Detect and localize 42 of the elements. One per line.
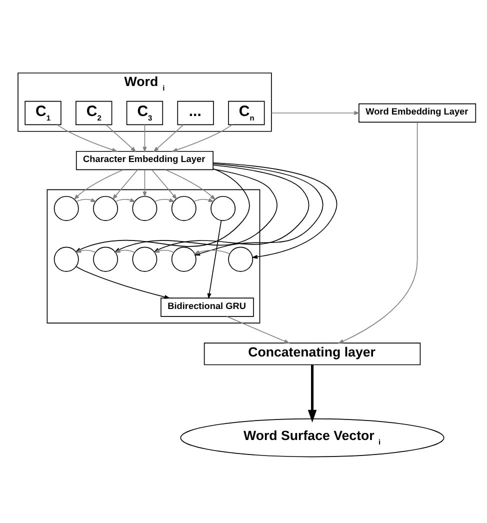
arrow — [106, 124, 136, 152]
arrow — [308, 364, 317, 422]
node-box: Bidirectional GRU — [160, 298, 254, 317]
arrow — [271, 110, 360, 116]
arrow — [338, 122, 418, 344]
arrow — [76, 198, 97, 202]
node-circle — [132, 196, 158, 221]
node-circle — [93, 246, 118, 272]
arrow — [153, 124, 184, 152]
arrow — [142, 169, 147, 198]
arrow — [142, 124, 147, 153]
node-box: C$_{2}$ — [76, 100, 112, 126]
node-box: C$_{n}$ — [228, 100, 265, 126]
node-circle — [93, 196, 118, 221]
node-circle — [171, 196, 196, 221]
node-box: C$_{3}$ — [126, 100, 164, 126]
node-ellipse: Word Surface Vector $_{i}$ — [180, 418, 444, 458]
arrow — [194, 250, 230, 254]
cluster — [46, 189, 260, 324]
arrow — [74, 169, 124, 200]
node-box: Character Embedding Layer — [76, 150, 214, 170]
arrow — [112, 169, 138, 200]
node-circle — [54, 196, 79, 221]
node-circle — [171, 246, 196, 272]
node-circle — [132, 246, 158, 272]
arrow — [165, 169, 216, 200]
arrow — [207, 220, 222, 300]
node-circle — [54, 246, 79, 272]
arrow — [115, 198, 136, 202]
arrow — [56, 124, 118, 152]
arrow — [172, 124, 233, 152]
arrow — [154, 198, 176, 202]
node-box: ... — [177, 100, 214, 126]
arrow — [76, 266, 170, 299]
arrow — [194, 198, 214, 202]
arrow — [212, 162, 338, 259]
node-box: Concatenating layer — [204, 342, 421, 366]
arrow — [226, 316, 290, 344]
node-box: C$_{1}$ — [24, 100, 62, 126]
arrow — [151, 169, 178, 200]
node-box: Word Embedding Layer — [358, 103, 476, 123]
node-circle — [228, 246, 254, 272]
